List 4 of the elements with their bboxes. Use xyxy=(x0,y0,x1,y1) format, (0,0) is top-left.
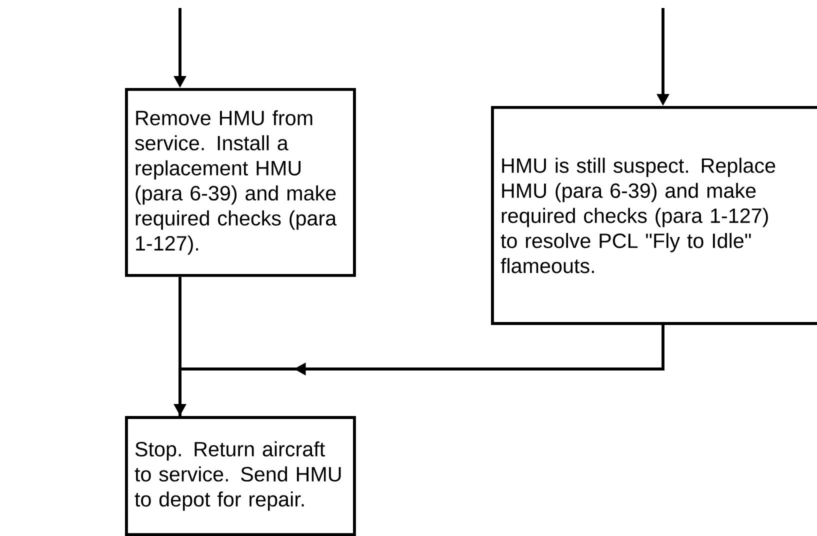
process-box: Remove HMU from service. Install a replacement HMU (para 6-39) and make required checks (para 1-127). xyxy=(125,88,356,277)
process-box: HMU is still suspect. Replace HMU (para 6-39) and make required checks (para 1-127) to resolve PCL "Fly to Idle" flameouts. xyxy=(491,106,817,325)
arrow xyxy=(178,324,664,416)
process-box: Stop. Return aircraft to service. Send HMU to depot for repair. xyxy=(125,416,356,536)
